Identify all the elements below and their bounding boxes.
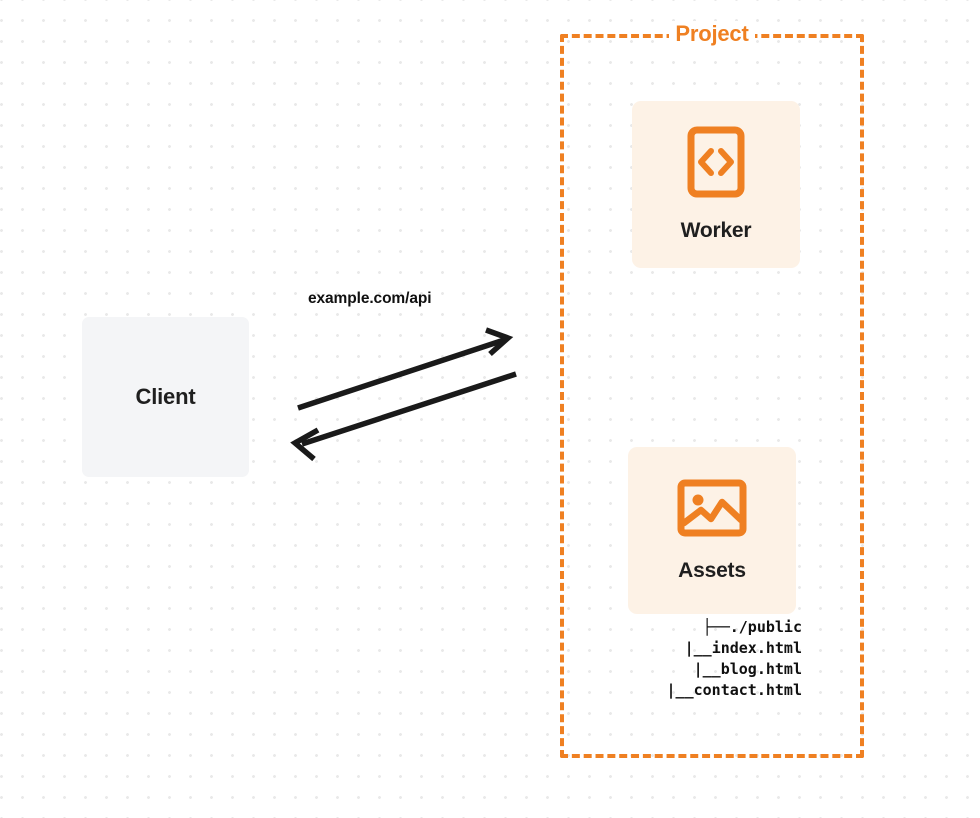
project-title-text: Project [669, 21, 755, 46]
file-tree-branch: |__ [684, 639, 712, 657]
worker-card-label: Worker [680, 219, 752, 242]
code-brackets-icon [687, 126, 745, 203]
response-arrow-head [290, 427, 320, 462]
assets-file-tree: ├── ./public |__ index.html |__ blog.htm… [560, 617, 864, 701]
file-tree-row: |__ blog.html [560, 659, 864, 680]
file-tree-row: |__ contact.html [560, 680, 864, 701]
connection-arrows [290, 327, 517, 462]
request-arrow-head [485, 327, 514, 357]
worker-card: Worker [632, 101, 800, 268]
assets-card: Assets [628, 447, 796, 614]
request-url-label: example.com/api [308, 290, 432, 307]
file-tree-branch: |__ [666, 681, 694, 699]
file-tree-name: contact.html [693, 681, 802, 699]
assets-card-label: Assets [678, 559, 746, 582]
response-arrow-line [301, 371, 517, 447]
request-arrow-line [297, 337, 505, 411]
file-tree-row: ├── ./public [560, 617, 864, 638]
project-title: Project [560, 21, 864, 47]
client-node: Client [82, 317, 249, 477]
image-icon [677, 478, 747, 543]
file-tree-name: ./public [729, 618, 802, 636]
client-label: Client [135, 384, 196, 409]
file-tree-row: |__ index.html [560, 638, 864, 659]
file-tree-branch: |__ [693, 660, 721, 678]
file-tree-name: blog.html [720, 660, 802, 678]
file-tree-name: index.html [711, 639, 802, 657]
file-tree-branch: ├── [702, 618, 730, 636]
